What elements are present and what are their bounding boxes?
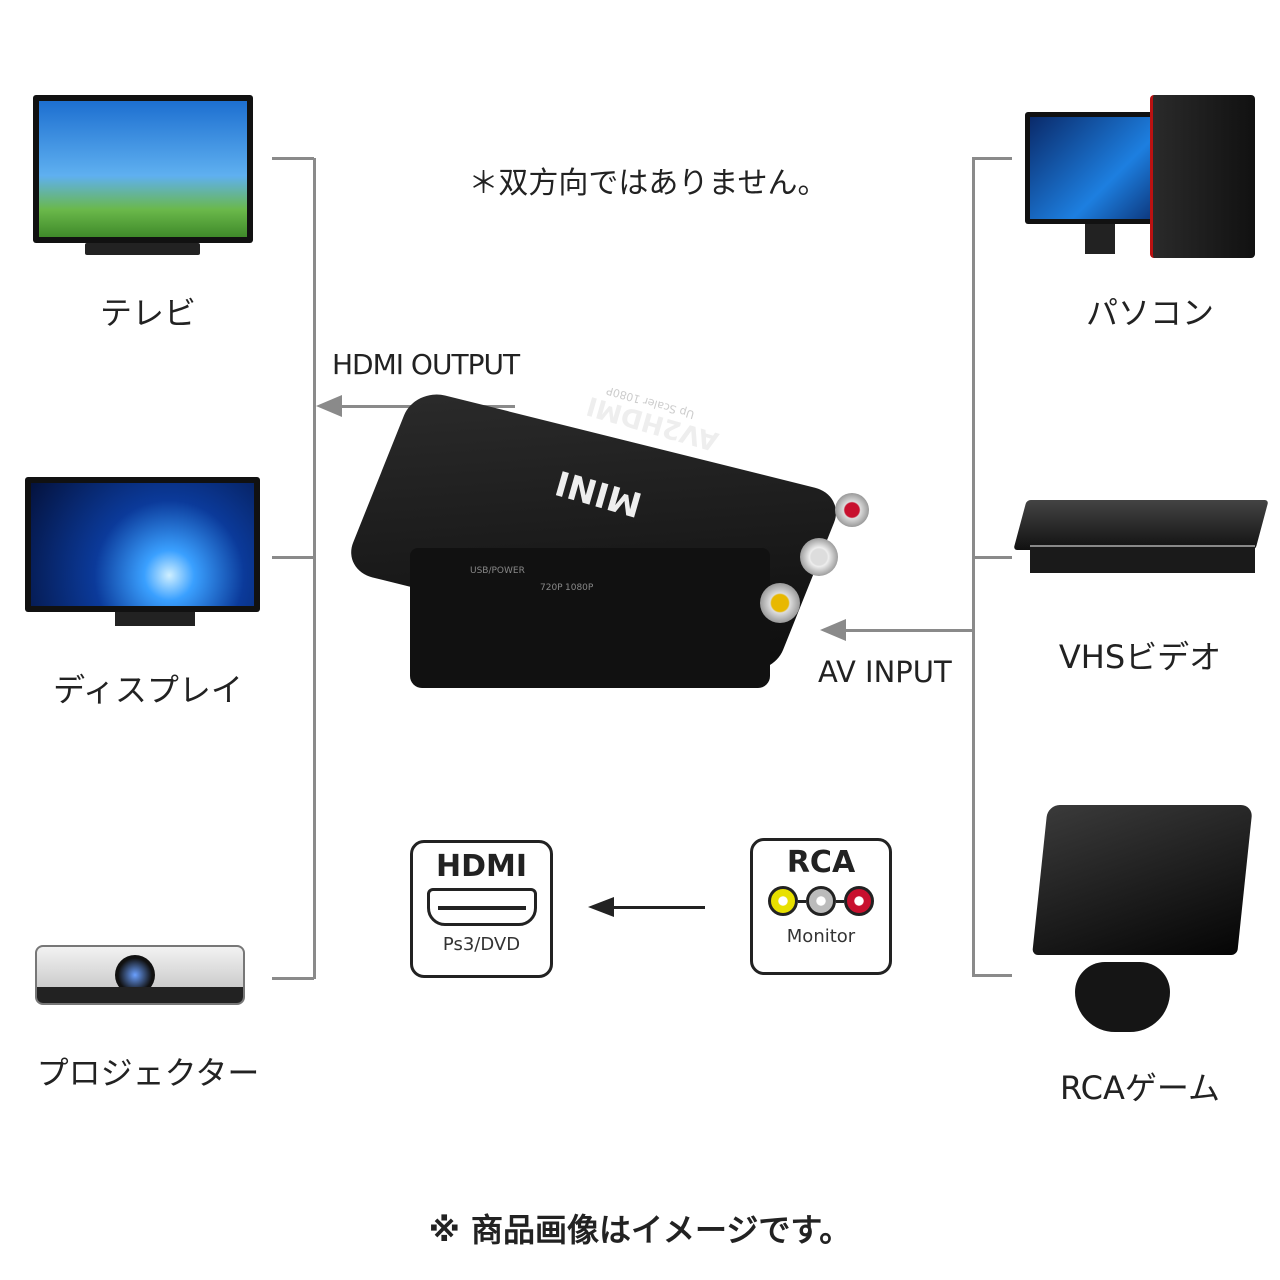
tv-stand	[85, 243, 200, 255]
rca-box-title: RCA	[786, 845, 856, 880]
arrow-left-icon	[588, 897, 614, 917]
hdmi-box-caption: Ps3/DVD	[442, 934, 521, 955]
monitor-stand	[1085, 224, 1115, 254]
port-label: USB/POWER	[470, 566, 525, 576]
bracket-tick	[272, 556, 314, 559]
rca-white-jack	[800, 538, 838, 576]
arrow-left-icon	[820, 619, 846, 641]
output-label-display: ディスプレイ	[53, 671, 243, 709]
rca-box-caption: Monitor	[786, 926, 856, 947]
pc-icon	[1025, 112, 1173, 224]
bracket-tick	[272, 157, 314, 160]
rca-yellow-jack	[760, 583, 800, 623]
bracket-tick	[972, 974, 1012, 977]
bracket-tick	[972, 157, 1012, 160]
left-bracket-line	[313, 158, 316, 979]
projector-icon	[35, 945, 245, 1005]
vhs-icon	[1013, 500, 1269, 550]
hdmi-port-box: HDMI Ps3/DVD	[410, 840, 553, 978]
hdmi-output-label: HDMI OUTPUT	[332, 348, 520, 381]
display-stand	[115, 612, 195, 626]
rca-port-box: RCA Monitor	[750, 838, 892, 975]
switch-720: 720P	[540, 583, 563, 593]
switch-1080: 1080P	[565, 583, 594, 593]
rca-connectors-icon	[753, 886, 889, 916]
hdmi-box-title: HDMI	[435, 849, 528, 884]
av-input-arrow	[845, 629, 973, 632]
rca-red-jack	[835, 493, 869, 527]
footer-note: ※ 商品画像はイメージです。	[428, 1211, 852, 1249]
av-input-label: AV INPUT	[818, 655, 952, 689]
input-label-game: RCAゲーム	[1060, 1069, 1220, 1107]
bracket-tick	[272, 977, 314, 980]
output-label-tv: テレビ	[99, 294, 196, 332]
pc-tower	[1150, 95, 1255, 258]
display-icon	[25, 477, 260, 612]
game-console-icon	[1032, 805, 1253, 955]
av2hdmi-converter: AV2HDMI Up Scaler 1080P MINI USB/POWER 7…	[342, 378, 869, 695]
conversion-arrow	[610, 906, 705, 909]
vhs-front	[1030, 545, 1255, 573]
bracket-tick	[972, 556, 1012, 559]
note-text: ＊双方向ではありません。	[468, 166, 828, 201]
tv-icon	[33, 95, 253, 243]
arrow-left-icon	[316, 395, 342, 417]
controller-icon	[1075, 962, 1170, 1032]
right-bracket-line	[972, 158, 975, 976]
output-label-projector: プロジェクター	[36, 1054, 260, 1092]
input-label-pc: パソコン	[1085, 294, 1214, 332]
input-label-vhs: VHSビデオ	[1058, 638, 1222, 676]
hdmi-connector-icon	[426, 888, 537, 926]
